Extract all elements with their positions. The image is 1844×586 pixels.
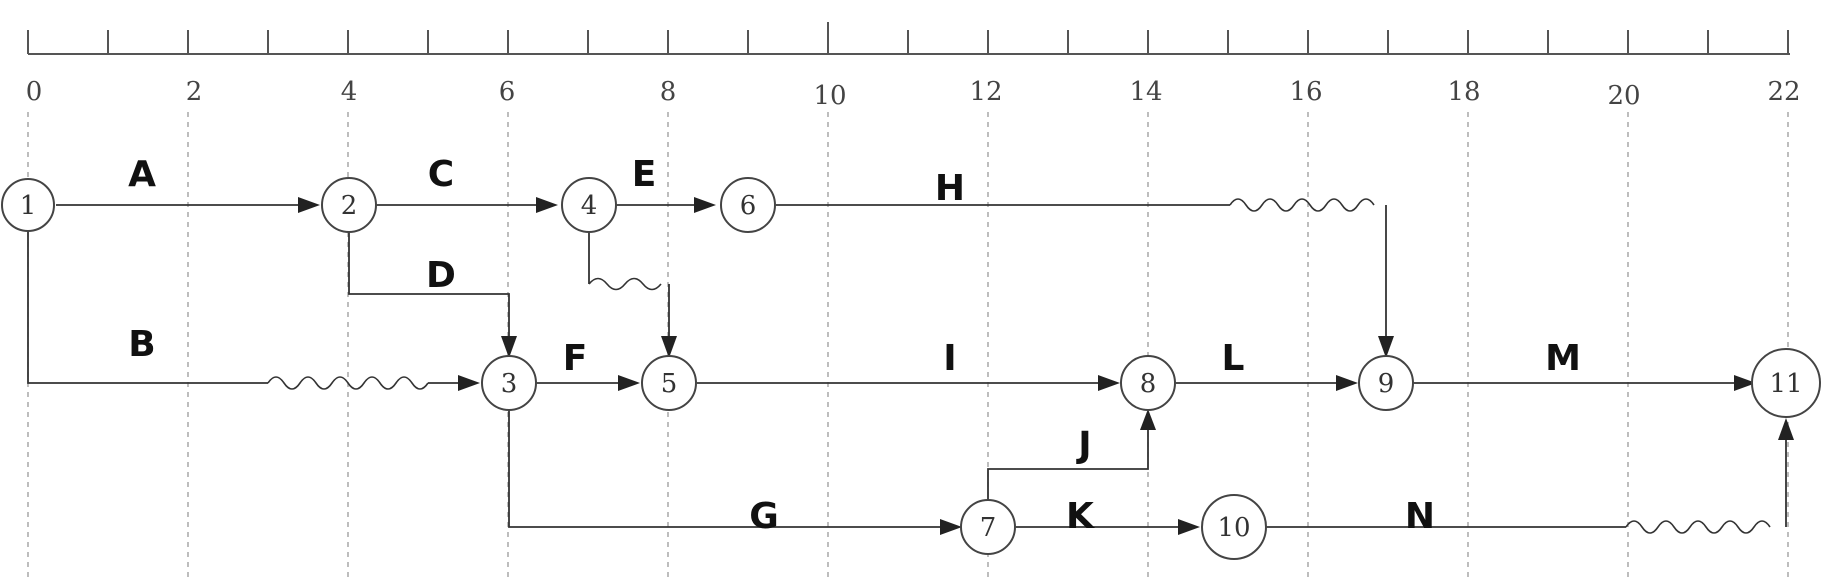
- node-1-circle: [1, 178, 55, 232]
- node-10-circle: [1201, 494, 1267, 560]
- tick-label-20: 20: [1607, 81, 1640, 111]
- node-9-circle: [1358, 355, 1414, 411]
- node-8: 8: [1120, 355, 1176, 411]
- time-gridlines: [27, 112, 1789, 580]
- node-5-label: 5: [661, 369, 678, 399]
- activity-labels: A B C D E F G H I J K L M N: [128, 154, 1581, 537]
- activity-label-I: I: [943, 338, 956, 379]
- activity-label-J: J: [1075, 425, 1091, 466]
- tick-label-2: 2: [186, 77, 203, 107]
- node-6-label: 6: [740, 191, 757, 221]
- node-8-circle: [1120, 355, 1176, 411]
- arrowhead-F: [618, 375, 640, 391]
- node-4: 4: [561, 177, 617, 233]
- arrowhead-M: [1734, 375, 1756, 391]
- tick-label-10: 10: [813, 81, 846, 111]
- node-7: 7: [960, 499, 1016, 555]
- tick-label-16: 16: [1289, 77, 1322, 107]
- node-5-circle: [641, 355, 697, 411]
- node-6-circle: [720, 177, 776, 233]
- activity-label-E: E: [632, 154, 657, 195]
- node-2-label: 2: [341, 191, 358, 221]
- node-1-label: 1: [20, 191, 37, 221]
- arrowhead-K: [1178, 519, 1200, 535]
- node-3-circle: [481, 355, 537, 411]
- arrowhead-B: [458, 375, 480, 391]
- node-3: 3: [481, 355, 537, 411]
- activity-label-D: D: [426, 255, 456, 296]
- edge-N-float-wave: [1625, 520, 1771, 534]
- node-10: 10: [1201, 494, 1267, 560]
- activity-label-M: M: [1545, 338, 1581, 379]
- tick-label-14: 14: [1129, 77, 1162, 107]
- node-7-label: 7: [980, 513, 997, 543]
- node-8-label: 8: [1140, 369, 1157, 399]
- node-2: 2: [321, 177, 377, 233]
- node-3-label: 3: [501, 369, 518, 399]
- arrowhead-J: [1140, 409, 1156, 430]
- time-scale-labels: 0 2 4 6 8 10 12 14 16 18 20 22: [26, 77, 1801, 111]
- arrowhead-N: [1778, 418, 1794, 440]
- tick-label-4: 4: [341, 77, 358, 107]
- tick-label-12: 12: [969, 77, 1002, 107]
- edge-J: [987, 430, 1149, 500]
- edge-B-solid: [27, 231, 268, 384]
- node-11-label: 11: [1769, 369, 1802, 399]
- node-10-label: 10: [1217, 513, 1250, 543]
- node-6: 6: [720, 177, 776, 233]
- edge-G: [508, 409, 940, 528]
- arrowhead-L: [1336, 375, 1358, 391]
- arrowhead-G: [940, 519, 962, 535]
- arrowhead-dummy-4-5: [661, 336, 677, 358]
- tick-label-6: 6: [499, 77, 516, 107]
- node-7-circle: [960, 499, 1016, 555]
- tick-label-8: 8: [660, 77, 677, 107]
- node-2-circle: [321, 177, 377, 233]
- arrowhead-H: [1378, 336, 1394, 358]
- activity-label-K: K: [1066, 496, 1095, 537]
- time-scale: 0 2 4 6 8 10 12 14 16 18 20 22: [26, 22, 1801, 580]
- arrowhead-A: [298, 197, 320, 213]
- tick-label-18: 18: [1447, 77, 1480, 107]
- activity-label-A: A: [128, 154, 156, 195]
- time-scale-ticks: [27, 22, 1789, 54]
- activity-label-B: B: [128, 324, 155, 365]
- edge-D: [348, 231, 510, 336]
- edge-H-float-wave: [1229, 198, 1375, 212]
- node-9: 9: [1358, 355, 1414, 411]
- activity-label-G: G: [749, 496, 779, 537]
- activity-label-N: N: [1405, 496, 1435, 537]
- arrowhead-E: [694, 197, 716, 213]
- activity-label-C: C: [428, 154, 454, 195]
- node-9-label: 9: [1378, 369, 1395, 399]
- node-5: 5: [641, 355, 697, 411]
- activity-label-L: L: [1222, 338, 1245, 379]
- activity-edges: [27, 197, 1794, 535]
- tick-label-0: 0: [26, 77, 43, 107]
- node-11-circle: [1751, 348, 1821, 418]
- edge-dummy-4-5-wave: [588, 277, 662, 291]
- node-4-label: 4: [581, 191, 598, 221]
- node-11: 11: [1751, 348, 1821, 418]
- arrowhead-D: [501, 336, 517, 358]
- arrowhead-I: [1098, 375, 1120, 391]
- event-nodes: 1 2 3 4 5 6 7 8: [1, 177, 1821, 560]
- node-1: 1: [1, 178, 55, 232]
- activity-label-F: F: [563, 338, 588, 379]
- tick-label-22: 22: [1767, 77, 1800, 107]
- edge-B-float-wave: [267, 376, 429, 390]
- node-4-circle: [561, 177, 617, 233]
- activity-label-H: H: [935, 168, 965, 209]
- arrowhead-C: [536, 197, 558, 213]
